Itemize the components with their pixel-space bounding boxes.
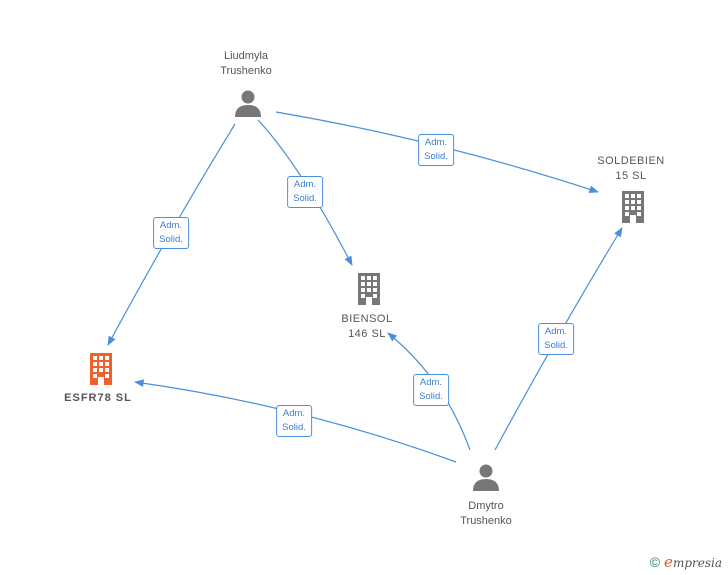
edge-label-liudmyla-soldebien[interactable]: Adm. Solid. <box>418 134 454 166</box>
edge-label-dmytro-esfr78[interactable]: Adm. Solid. <box>276 405 312 437</box>
node-name-line1: SOLDEBIEN <box>597 155 665 167</box>
edge-role-line1: Adm. <box>159 220 183 231</box>
node-name-line2: 146 SL <box>348 328 386 340</box>
edge-label-dmytro-biensol[interactable]: Adm. Solid. <box>413 374 449 406</box>
brand-logo[interactable]: empresia <box>664 553 722 571</box>
node-name-line1: BIENSOL <box>341 313 393 325</box>
copyright-footer: © empresia <box>650 553 722 571</box>
edge-role-line2: Solid. <box>419 391 443 402</box>
edge-role-line2: Solid. <box>293 193 317 204</box>
edge-label-liudmyla-biensol[interactable]: Adm. Solid. <box>287 176 323 208</box>
node-name-line1: Liudmyla <box>223 50 269 62</box>
node-name-line2: Trushenko <box>460 515 512 527</box>
edge-role-line1: Adm. <box>282 408 306 419</box>
node-name-line2: Trushenko <box>220 65 272 77</box>
node-label-biensol[interactable]: BIENSOL 146 SL <box>341 312 392 342</box>
node-label-liudmyla[interactable]: Liudmyla Trushenko <box>220 49 272 79</box>
edge-label-liudmyla-esfr78[interactable]: Adm. Solid. <box>153 217 189 249</box>
node-name-line1: Dmytro <box>468 500 504 512</box>
building-icon[interactable] <box>85 352 117 386</box>
edge-role-line2: Solid. <box>282 422 306 433</box>
person-icon[interactable] <box>471 463 501 493</box>
node-label-soldebien[interactable]: SOLDEBIEN 15 SL <box>597 154 664 184</box>
node-label-dmytro[interactable]: Dmytro Trushenko <box>460 499 512 529</box>
building-icon[interactable] <box>617 190 649 224</box>
edge-role-line1: Adm. <box>544 326 568 337</box>
edge-role-line2: Solid. <box>544 340 568 351</box>
node-name-line1: ESFR78 SL <box>64 392 132 404</box>
edge-role-line2: Solid. <box>424 151 448 162</box>
node-name-line2: 15 SL <box>615 170 647 182</box>
building-icon[interactable] <box>353 272 385 306</box>
edge-role-line1: Adm. <box>419 377 443 388</box>
edge-role-line1: Adm. <box>293 179 317 190</box>
edge-role-line1: Adm. <box>424 137 448 148</box>
edge-label-dmytro-soldebien[interactable]: Adm. Solid. <box>538 323 574 355</box>
node-label-esfr78[interactable]: ESFR78 SL <box>64 391 132 406</box>
edge-role-line2: Solid. <box>159 234 183 245</box>
person-icon[interactable] <box>233 89 263 119</box>
copyright-icon: © <box>649 554 661 570</box>
